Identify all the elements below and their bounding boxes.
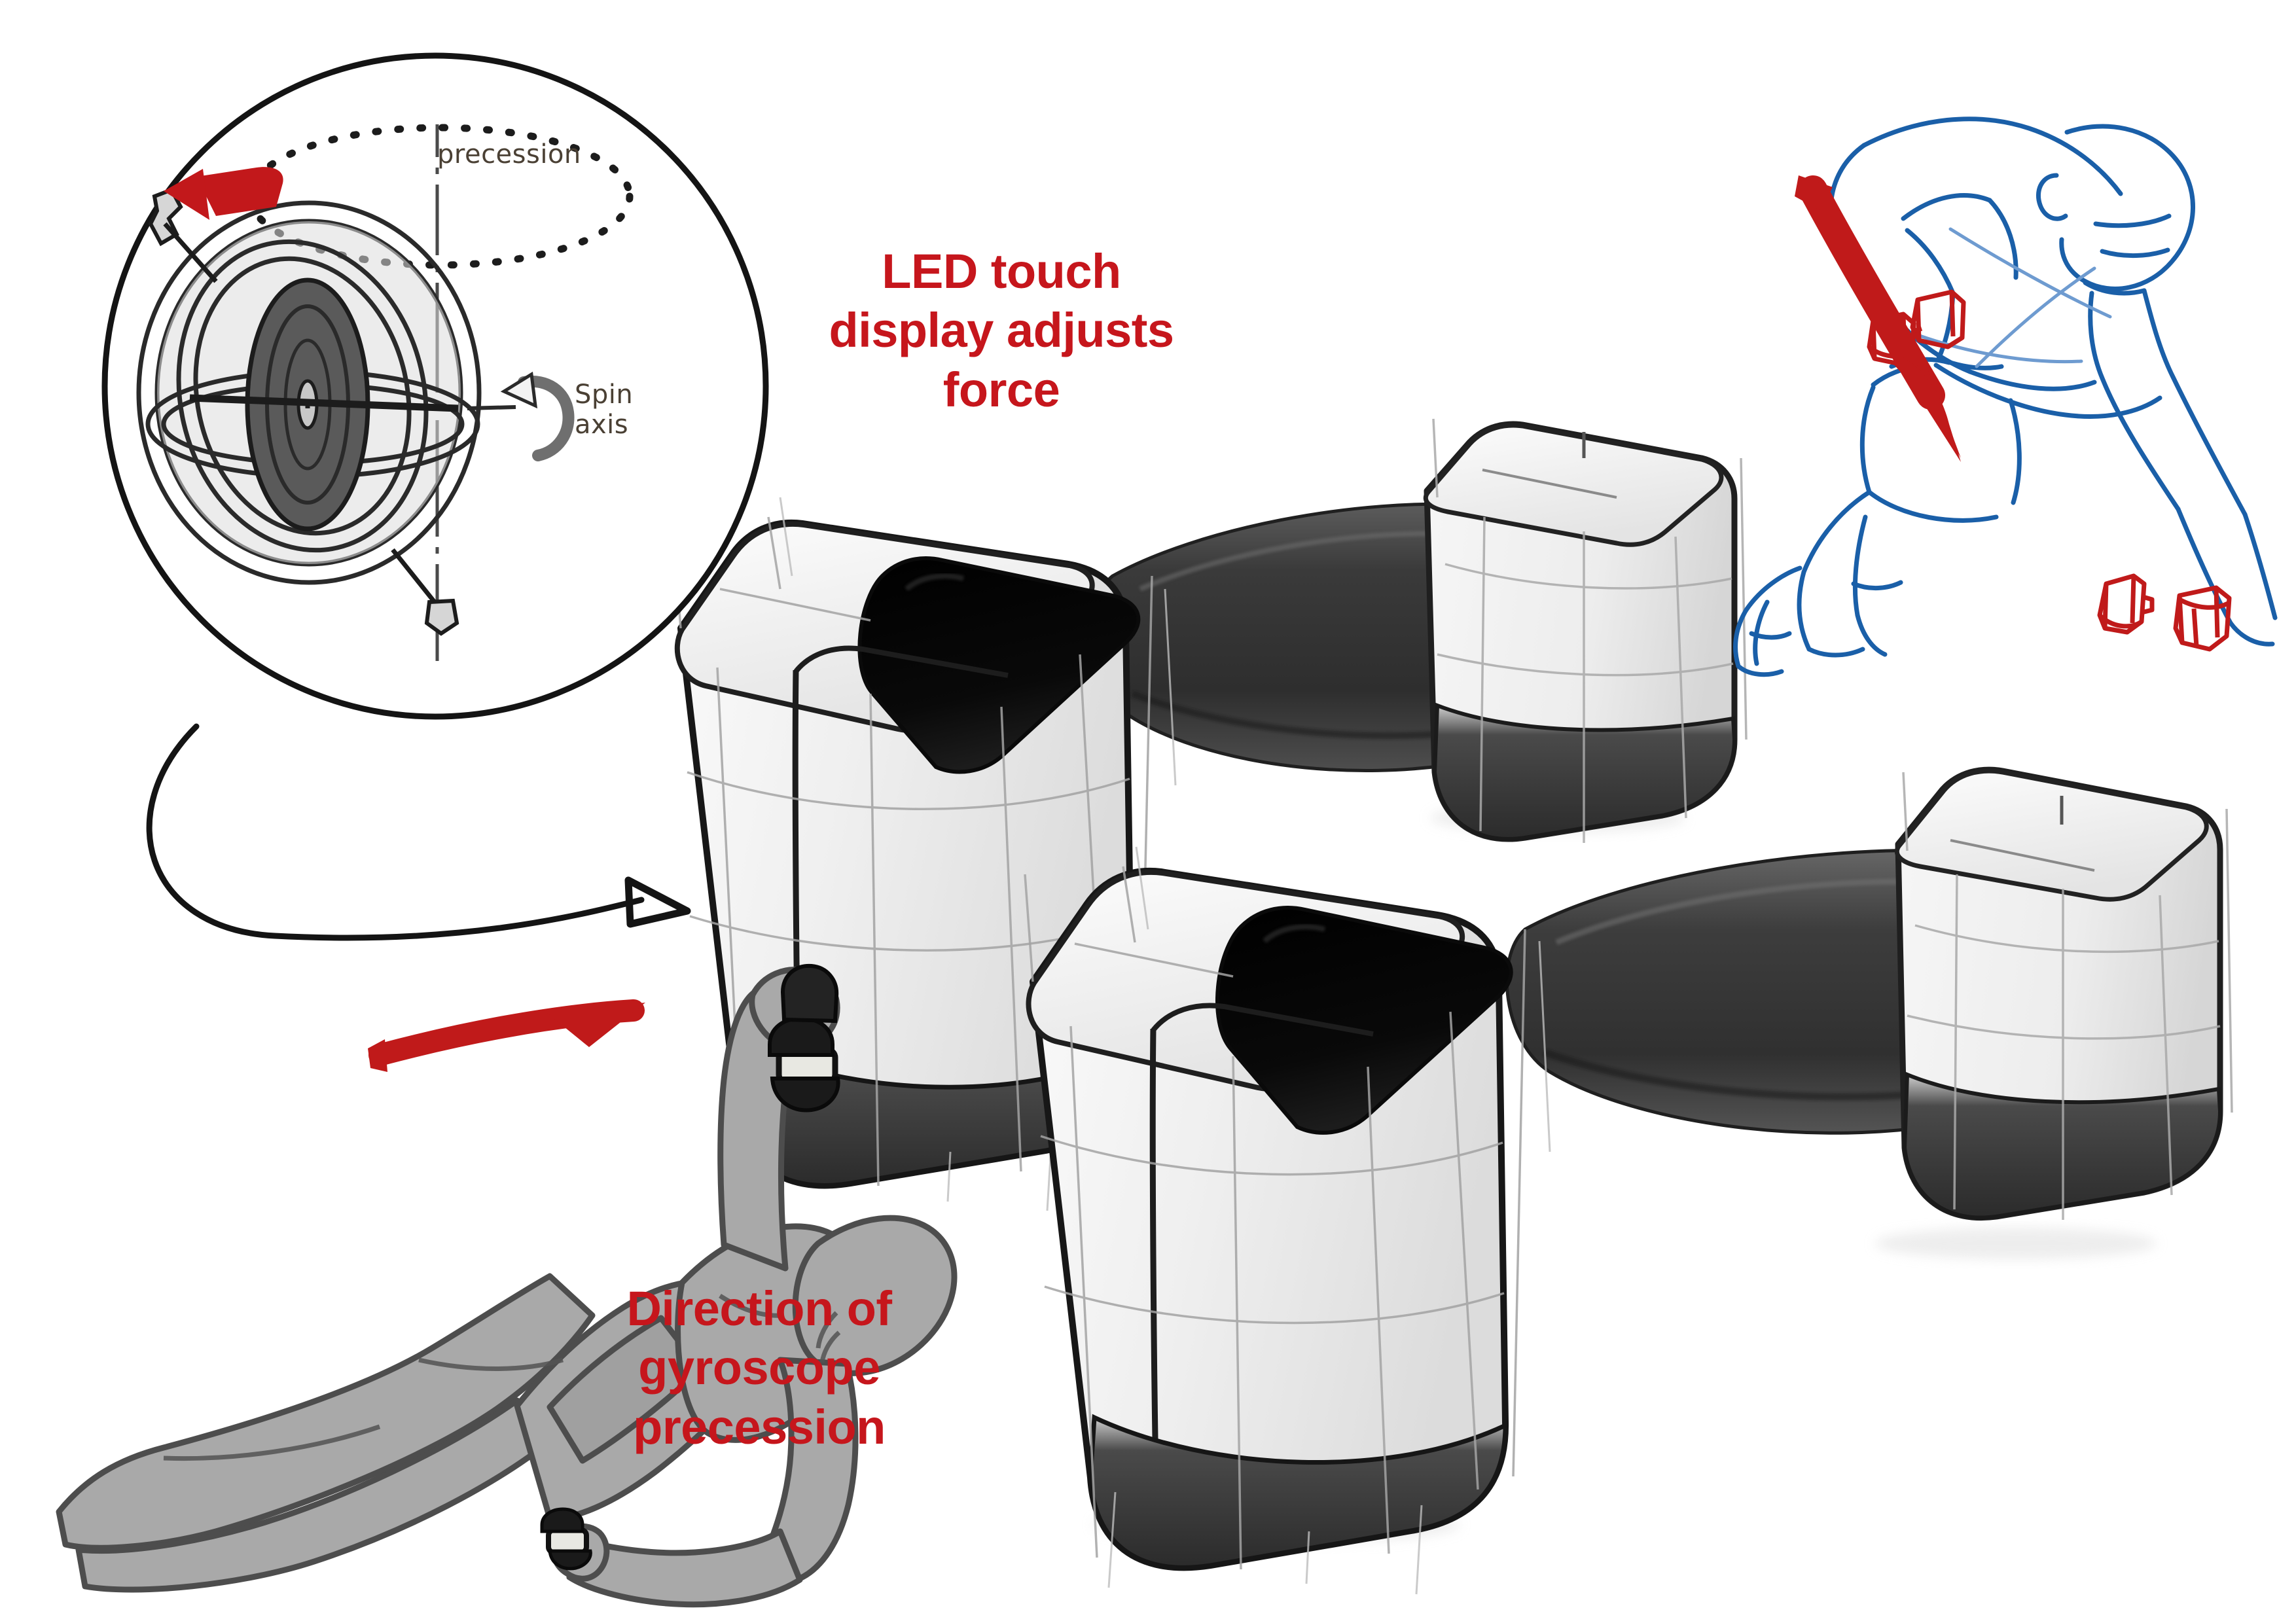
annotation-gyroscope-precession: Direction of gyroscope precession <box>626 1281 892 1454</box>
annotation-led-touch-display: LED touch display adjusts force <box>829 244 1174 417</box>
precession-arrow-diagram <box>164 167 283 220</box>
dumbbell-raised-hand <box>768 963 840 1113</box>
force-arrow-blue-figure <box>1795 175 1961 462</box>
spin-axle <box>189 394 459 412</box>
precession-arrow-gray-figure <box>368 999 645 1072</box>
dumbbell-lower <box>1024 766 2233 1595</box>
dumbbell-head-upper-right <box>1423 418 1748 843</box>
dumbbell-lower-hand <box>540 1507 592 1571</box>
red-dumbbell-floor-pair <box>2097 573 2232 652</box>
spin-axis-arrow <box>467 371 575 461</box>
callout-leader-line <box>146 723 691 941</box>
led-touch-display-lower <box>1215 906 1513 1135</box>
dumbbell-head-lower-left <box>1024 846 1551 1595</box>
dumbbell-head-lower-right <box>1894 766 2233 1221</box>
gyroscope-callout <box>101 52 769 720</box>
diagram-label-precession: precession <box>437 139 581 169</box>
diagram-label-spin-axis: Spin axis <box>575 380 634 440</box>
inner-gimbal-ring <box>176 239 429 553</box>
gimbal-pivot-bottom <box>424 598 459 636</box>
side-plank-figure <box>56 963 958 1608</box>
led-touch-display-upper <box>857 556 1141 774</box>
dumbbell-upper <box>672 418 1748 1211</box>
